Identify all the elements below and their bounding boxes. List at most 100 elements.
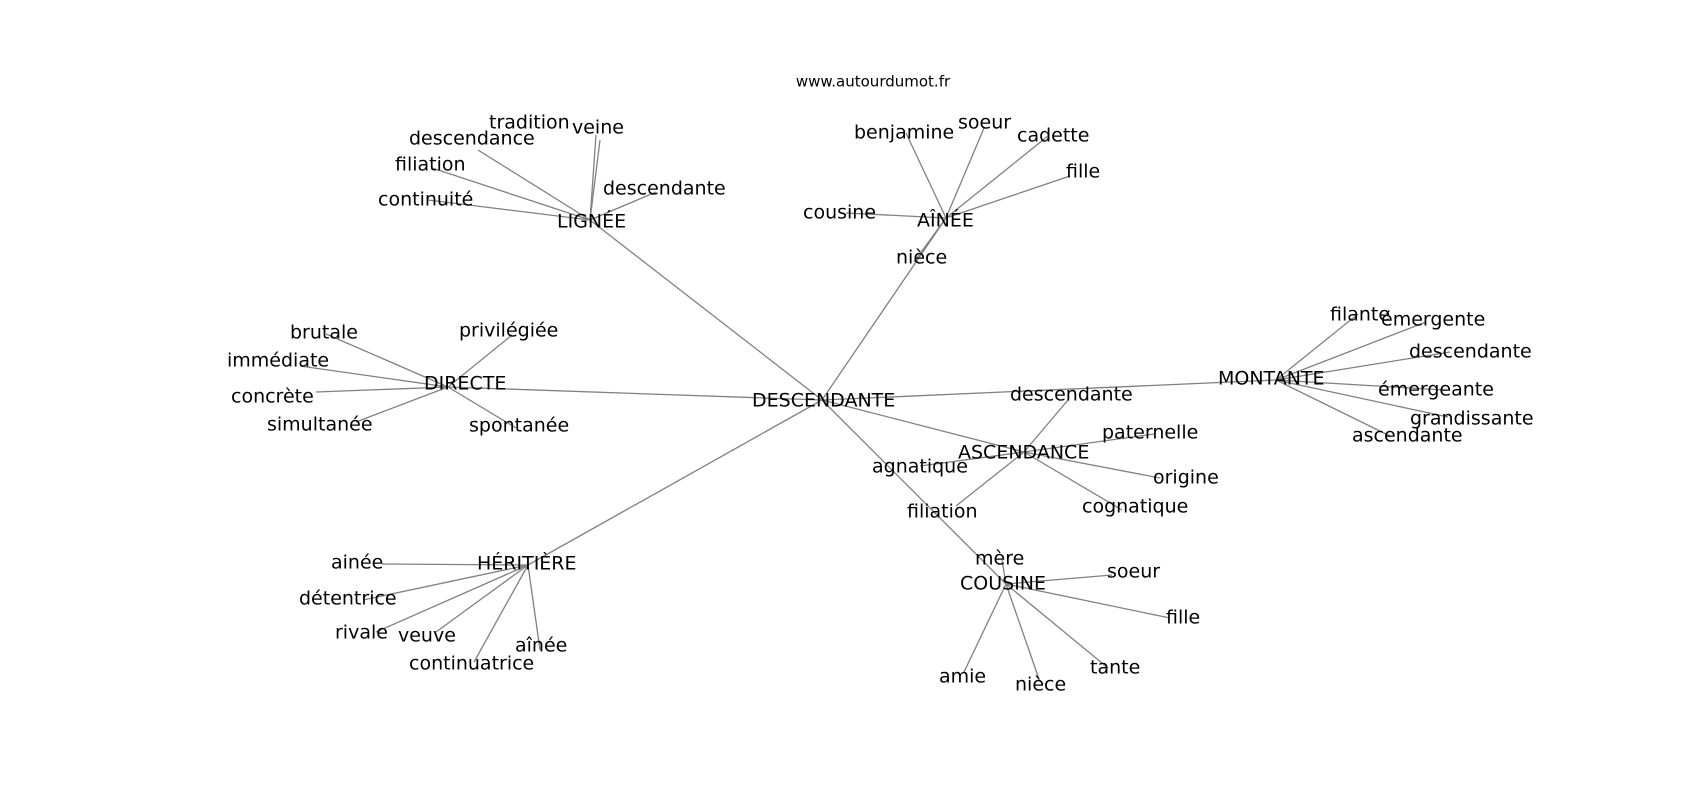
node-leaf-cousine-2: fille (1166, 607, 1200, 629)
source-url: www.autourdumot.fr (796, 73, 951, 91)
node-leaf-montante-0: filante (1330, 304, 1390, 326)
node-leaf-directe-5: spontanée (469, 415, 569, 437)
node-leaf-lignee-2: descendance (409, 128, 535, 150)
edge-center-heritiere (527, 399, 823, 566)
edge-ainee-leaf-3 (945, 175, 1071, 219)
edge-directe-leaf-4 (355, 386, 449, 423)
edge-ascendance-leaf-0 (1023, 399, 1069, 453)
node-hub-directe: DIRECTE (424, 373, 506, 395)
edge-lignee-leaf-0 (589, 134, 597, 221)
edge-directe-leaf-0 (325, 333, 449, 388)
node-center-descendante: DESCENDANTE (752, 390, 895, 412)
edge-directe-leaf-2 (299, 365, 449, 388)
node-hub-ascendance: ASCENDANCE (958, 442, 1089, 464)
edge-cousine-leaf-4 (1005, 583, 1041, 683)
node-leaf-directe-4: simultanée (267, 414, 373, 436)
edge-montante-leaf-5 (1275, 379, 1391, 437)
edge-montante-leaf-1 (1275, 321, 1427, 381)
node-leaf-heritiere-4: continuatrice (409, 653, 534, 675)
node-leaf-ainee-5: nièce (896, 247, 947, 269)
edge-heritiere-leaf-0 (381, 563, 529, 566)
node-leaf-ainee-3: fille (1066, 161, 1100, 183)
edge-ainee-leaf-5 (913, 217, 947, 263)
edge-directe-leaf-5 (447, 386, 517, 429)
node-leaf-directe-3: concrète (231, 386, 314, 408)
edge-center-montante (821, 379, 1277, 401)
node-leaf-cousine-4: nièce (1015, 674, 1066, 696)
node-leaf-montante-4: grandissante (1410, 408, 1534, 430)
edge-center-cousine (821, 399, 1007, 585)
node-leaf-heritiere-1: détentrice (299, 588, 397, 610)
node-leaf-cousine-5: tante (1090, 657, 1140, 679)
edge-center-ascendance (821, 399, 1025, 453)
edge-ainee-leaf-1 (945, 127, 985, 219)
node-hub-montante: MONTANTE (1218, 368, 1325, 390)
edge-lignee-leaf-3 (431, 167, 591, 221)
edge-heritiere-leaf-1 (362, 564, 529, 601)
edge-heritiere-leaf-5 (527, 564, 541, 651)
edge-ascendance-leaf-1 (1023, 433, 1155, 453)
node-leaf-lignee-4: descendante (603, 178, 726, 200)
node-leaf-heritiere-2: rivale (335, 622, 388, 644)
edge-lignee-leaf-4 (589, 191, 657, 221)
node-hub-cousine: COUSINE (960, 573, 1046, 595)
edge-ainee-leaf-2 (945, 135, 1049, 219)
node-leaf-lignee-5: continuité (378, 189, 473, 211)
edge-montante-leaf-2 (1275, 351, 1451, 381)
edge-directe-leaf-1 (447, 334, 513, 388)
edge-lignee-leaf-1 (589, 139, 601, 221)
node-leaf-heritiere-3: veuve (398, 625, 456, 647)
node-leaf-ainee-0: benjamine (854, 122, 954, 144)
edge-directe-leaf-3 (315, 386, 449, 393)
node-leaf-heritiere-5: aînée (515, 635, 567, 657)
node-leaf-cousine-3: amie (939, 666, 986, 688)
node-leaf-montante-1: émergente (1381, 309, 1485, 331)
node-leaf-lignee-0: tradition (489, 112, 570, 134)
node-leaf-ascendance-0: descendante (1010, 384, 1133, 406)
graph-edges (299, 127, 1451, 683)
edge-heritiere-leaf-4 (473, 564, 529, 663)
node-leaf-lignee-3: filiation (395, 154, 466, 176)
node-hub-heritiere: HÉRITIÈRE (477, 552, 577, 575)
node-leaf-directe-1: privilégiée (459, 320, 558, 342)
node-leaf-cousine-0: mère (975, 548, 1024, 570)
node-leaf-montante-2: descendante (1409, 341, 1532, 363)
edge-heritiere-leaf-3 (435, 564, 529, 633)
node-leaf-ascendance-4: filiation (907, 501, 978, 523)
node-leaf-ascendance-3: origine (1153, 467, 1219, 489)
edge-montante-leaf-3 (1275, 379, 1445, 391)
edge-cousine-leaf-2 (1005, 583, 1171, 619)
edge-heritiere-leaf-2 (375, 564, 529, 633)
edge-montante-leaf-0 (1275, 313, 1359, 381)
edge-ascendance-leaf-5 (1023, 451, 1123, 511)
node-leaf-ascendance-1: paternelle (1102, 422, 1198, 444)
edge-center-directe (447, 386, 823, 401)
node-leaf-ainee-1: soeur (958, 112, 1011, 134)
node-leaf-montante-3: émergeante (1378, 379, 1494, 401)
edge-cousine-leaf-3 (963, 583, 1007, 673)
edge-cousine-leaf-0 (1001, 559, 1007, 585)
node-leaf-ainee-4: cousine (803, 202, 876, 224)
edge-lignee-leaf-2 (477, 149, 591, 221)
edge-ascendance-leaf-2 (919, 451, 1025, 467)
edge-center-ainee (821, 217, 947, 401)
node-leaf-ascendance-5: cognatique (1082, 496, 1188, 518)
node-leaf-directe-2: immédiate (227, 350, 329, 372)
edge-ascendance-leaf-3 (1023, 451, 1161, 479)
node-leaf-lignee-1: veine (572, 117, 624, 139)
node-leaf-ascendance-2: agnatique (872, 456, 968, 478)
node-leaf-cousine-1: soeur (1107, 561, 1160, 583)
edge-ainee-leaf-0 (905, 132, 947, 219)
node-hub-lignee: LIGNÉE (557, 210, 626, 233)
edge-montante-leaf-4 (1275, 379, 1449, 418)
node-leaf-directe-0: brutale (290, 322, 358, 344)
node-leaf-ainee-2: cadette (1017, 125, 1089, 147)
node-leaf-heritiere-0: ainée (331, 552, 383, 574)
node-hub-ainee: AÎNÉE (917, 209, 974, 232)
edge-center-lignee (589, 219, 823, 401)
node-leaf-montante-5: ascendante (1352, 425, 1463, 447)
edge-cousine-leaf-1 (1005, 574, 1113, 585)
edge-cousine-leaf-5 (1005, 583, 1109, 669)
edge-ainee-leaf-4 (845, 212, 947, 219)
